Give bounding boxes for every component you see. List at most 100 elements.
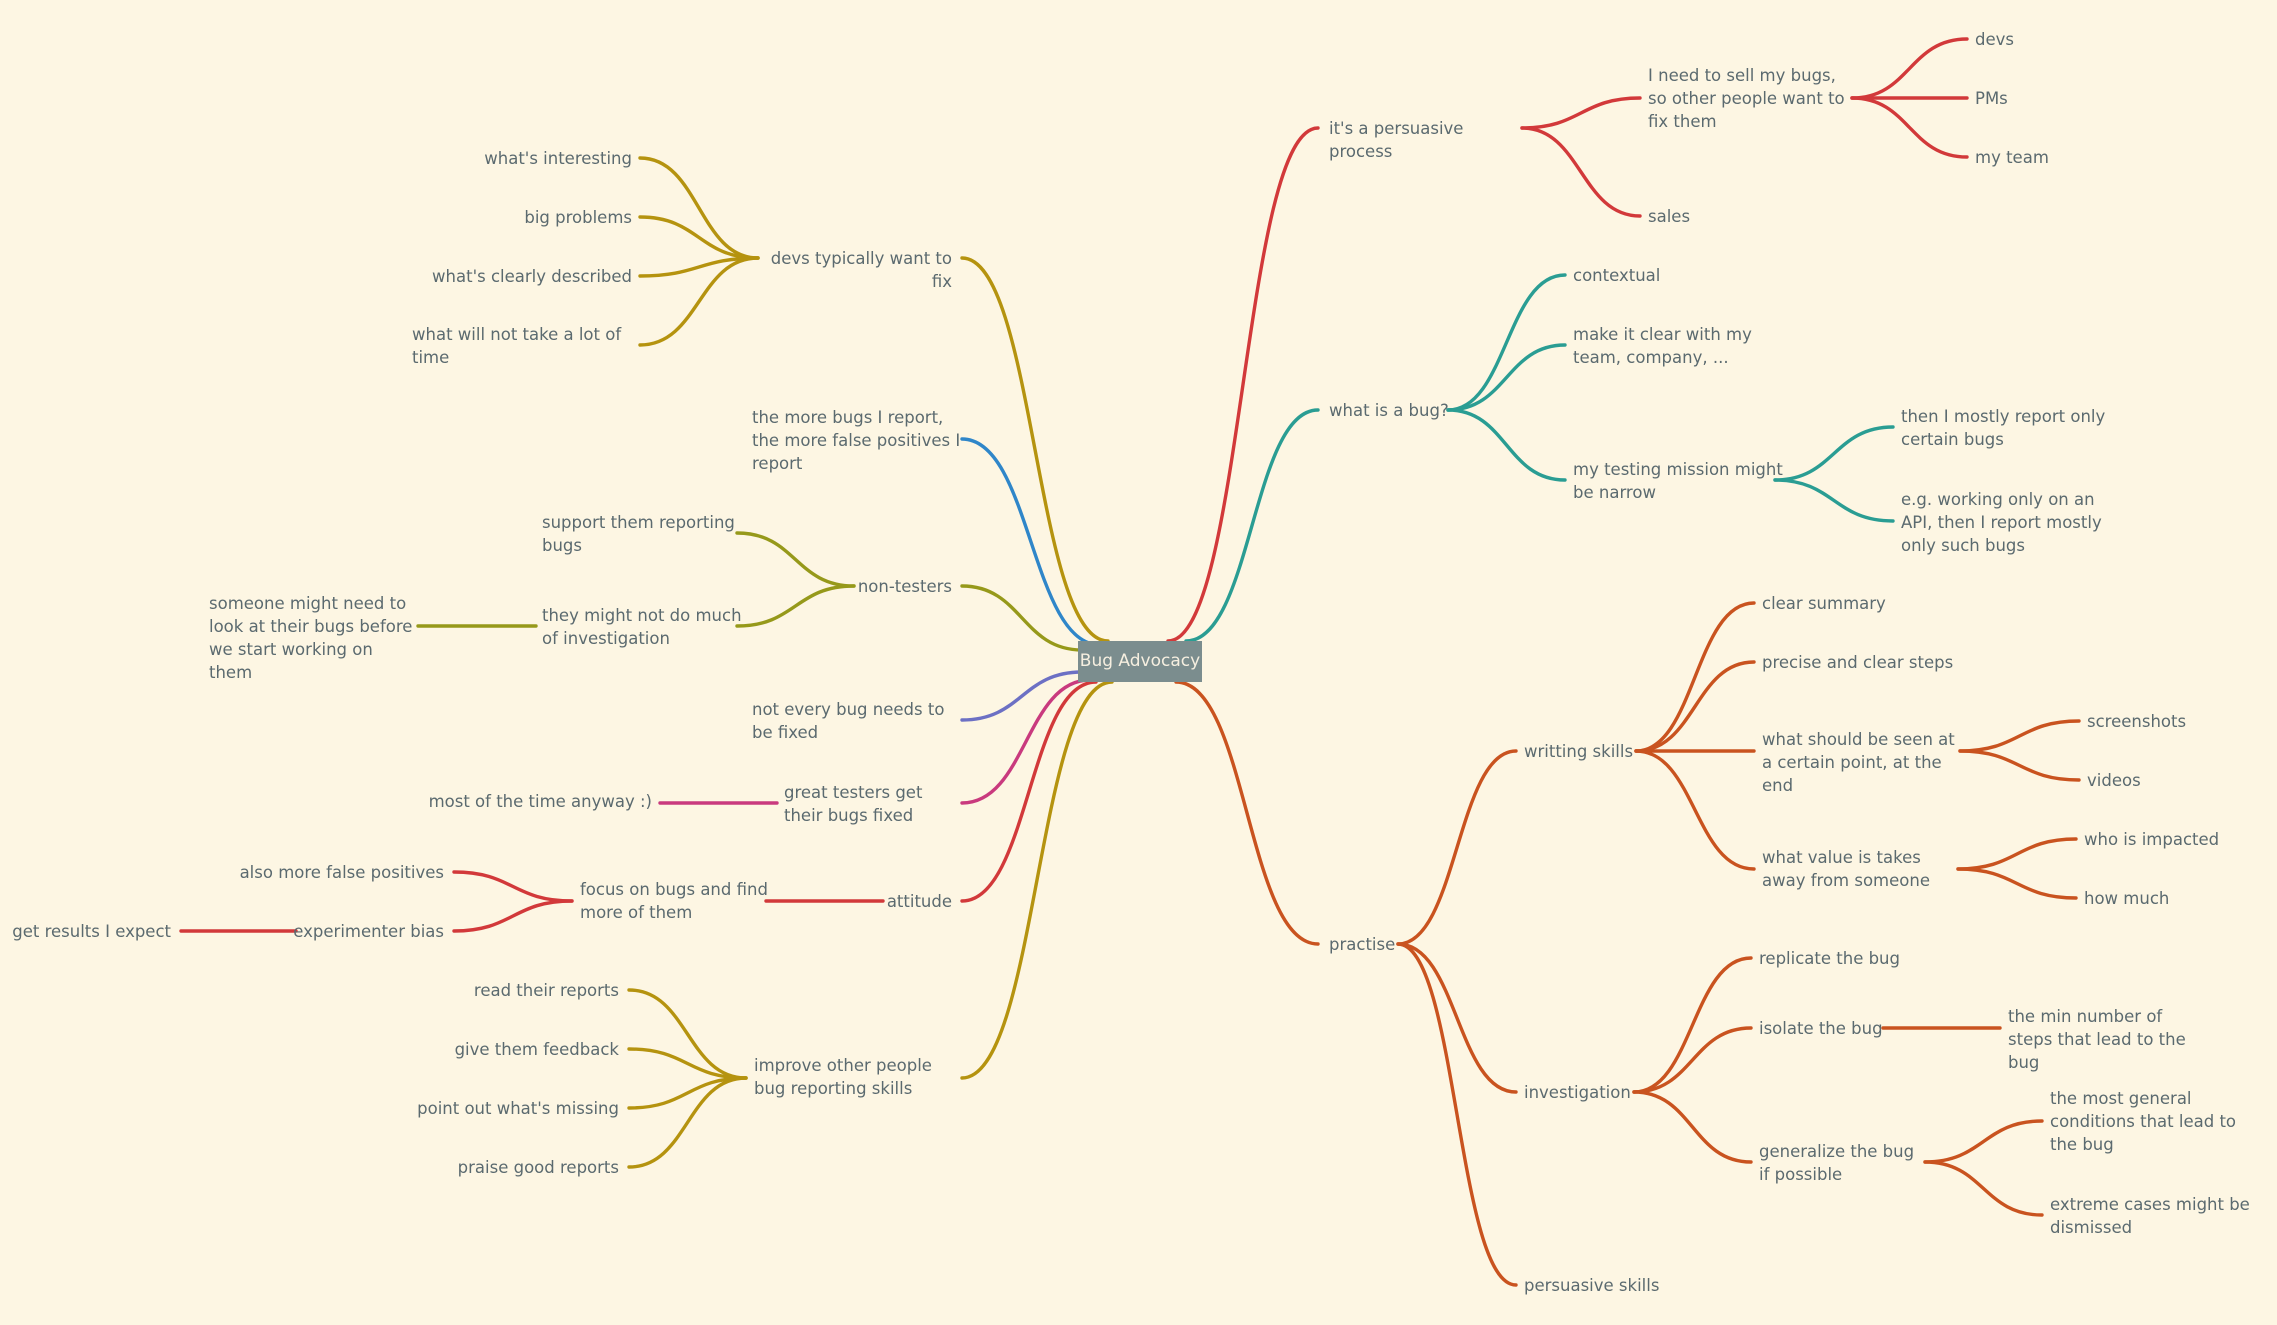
edge-investigation-isolate [1632,1026,1753,1094]
edge-seen-screenshots [1958,719,2081,753]
node-value-takes-away[interactable]: what value is takes away from someone [1762,848,1930,890]
edge-root-notevery [960,670,1084,722]
node-isolate-bug[interactable]: isolate the bug [1759,1019,1883,1038]
edge-improve-praise [627,1076,748,1169]
node-great-testers[interactable]: great testers get their bugs fixed [784,783,923,825]
edge-generalize-extreme [1923,1160,2044,1217]
node-give-feedback[interactable]: give them feedback [454,1040,619,1059]
edge-improve-read [627,988,748,1080]
node-persuasive-skills[interactable]: persuasive skills [1524,1276,1660,1295]
node-writing-skills[interactable]: writting skills [1524,742,1634,761]
edge-root-falsepositives [960,437,1102,647]
edge-generalize-conditions [1923,1119,2044,1164]
node-not-lot-of-time[interactable]: what will not take a lot of time [412,325,622,367]
root-node[interactable]: Bug Advocacy [1078,641,1202,682]
node-someone-look[interactable]: someone might need to look at their bugs… [209,594,413,682]
node-what-is-a-bug[interactable]: what is a bug? [1329,401,1449,420]
node-clear-with-team[interactable]: make it clear with my team, company, ... [1573,325,1752,367]
node-sell-my-team[interactable]: my team [1975,148,2049,167]
node-focus-on-bugs[interactable]: focus on bugs and find more of them [580,880,768,922]
edge-devsfix-interesting [638,156,760,260]
edge-value-who [1956,837,2078,871]
node-report-certain-bugs[interactable]: then I mostly report only certain bugs [1901,407,2106,449]
node-min-steps[interactable]: the min number of steps that lead to the… [2008,1007,2186,1072]
node-persuasive-process[interactable]: it's a persuasive process [1329,119,1464,161]
edge-devsfix-big [638,215,760,260]
edge-root-attitude [960,680,1098,903]
edge-seen-videos [1958,749,2081,782]
node-results-i-expect[interactable]: get results I expect [12,922,171,941]
node-not-much-investigation[interactable]: they might not do much of investigation [542,606,742,648]
edge-value-howmuch [1956,867,2078,900]
edge-improve-feedback [627,1047,748,1080]
edge-writing-summary [1634,601,1756,753]
node-support-reporting[interactable]: support them reporting bugs [542,513,735,555]
node-contextual[interactable]: contextual [1573,266,1661,285]
edge-focus-morefalse [452,870,574,903]
node-how-much[interactable]: how much [2084,889,2170,908]
node-extreme-cases[interactable]: extreme cases might be dismissed [2050,1195,2250,1237]
edge-whatbug-clear [1446,343,1567,412]
edge-writing-steps [1634,660,1756,753]
edge-mission-api [1773,478,1895,523]
edge-devsfix-clear [638,256,760,278]
node-whats-interesting[interactable]: what's interesting [484,149,632,168]
node-attitude[interactable]: attitude [886,892,952,911]
edge-root-devsfix [960,256,1110,643]
node-point-out-missing[interactable]: point out what's missing [417,1099,619,1118]
node-sell-pms[interactable]: PMs [1975,89,2008,108]
edge-writing-value [1634,749,1756,871]
node-investigation[interactable]: investigation [1524,1083,1631,1102]
edge-root-whatbug [1184,408,1320,643]
edge-sell-devs [1850,37,1969,100]
node-generalize-bug[interactable]: generalize the bug if possible [1759,1142,1915,1184]
edge-practise-persuasive-skills [1396,942,1518,1287]
node-clearly-described[interactable]: what's clearly described [432,267,632,286]
node-read-reports[interactable]: read their reports [473,981,619,1000]
node-most-of-time[interactable]: most of the time anyway :) [428,792,652,811]
node-practise[interactable]: practise [1329,935,1396,954]
node-screenshots[interactable]: screenshots [2087,712,2187,731]
node-what-should-be-seen[interactable]: what should be seen at a certain point, … [1762,730,1955,795]
node-non-testers[interactable]: non-testers [857,577,952,596]
edge-devsfix-time [638,256,760,347]
node-not-every-bug[interactable]: not every bug needs to be fixed [752,700,945,742]
node-precise-steps[interactable]: precise and clear steps [1762,653,1954,672]
node-clear-summary[interactable]: clear summary [1762,594,1886,613]
node-improve-reporting[interactable]: improve other people bug reporting skill… [754,1056,932,1098]
edge-whatbug-contextual [1446,273,1567,412]
edge-sell-team [1850,96,1969,159]
node-videos[interactable]: videos [2087,771,2141,790]
node-big-problems[interactable]: big problems [524,208,632,227]
node-general-conditions[interactable]: the most general conditions that lead to… [2050,1089,2237,1154]
edge-investigation-replicate [1632,956,1753,1094]
edge-root-nontesters [960,584,1084,652]
edge-investigation-generalize [1632,1090,1753,1164]
node-praise-good-reports[interactable]: praise good reports [457,1158,619,1177]
node-more-false-positives[interactable]: the more bugs I report, the more false p… [752,408,961,473]
edge-root-persuasive [1166,126,1320,643]
edge-nontesters-support [735,531,856,588]
edge-improve-missing [627,1076,748,1110]
node-also-more-false[interactable]: also more false positives [239,863,444,882]
edge-root-great [960,678,1092,805]
node-devs-want-to-fix[interactable]: devs typically want to fix [770,249,952,291]
node-replicate-bug[interactable]: replicate the bug [1759,949,1900,968]
edge-persuasive-sell [1520,96,1642,130]
edge-focus-experimenter [452,899,574,933]
edge-root-improve [960,680,1114,1080]
edge-practise-writing [1396,749,1518,946]
node-experimenter-bias[interactable]: experimenter bias [293,922,444,941]
edge-root-practise [1174,680,1320,946]
node-sell-my-bugs[interactable]: I need to sell my bugs, so other people … [1648,66,1845,131]
edge-whatbug-mission [1446,408,1567,482]
node-api-example[interactable]: e.g. working only on an API, then I repo… [1901,490,2102,555]
node-sell-devs[interactable]: devs [1975,30,2014,49]
node-who-is-impacted[interactable]: who is impacted [2084,830,2220,849]
edge-practise-investigation [1396,942,1518,1094]
node-testing-mission[interactable]: my testing mission might be narrow [1573,460,1783,502]
edge-persuasive-sales [1520,126,1642,218]
node-sales[interactable]: sales [1648,207,1691,226]
